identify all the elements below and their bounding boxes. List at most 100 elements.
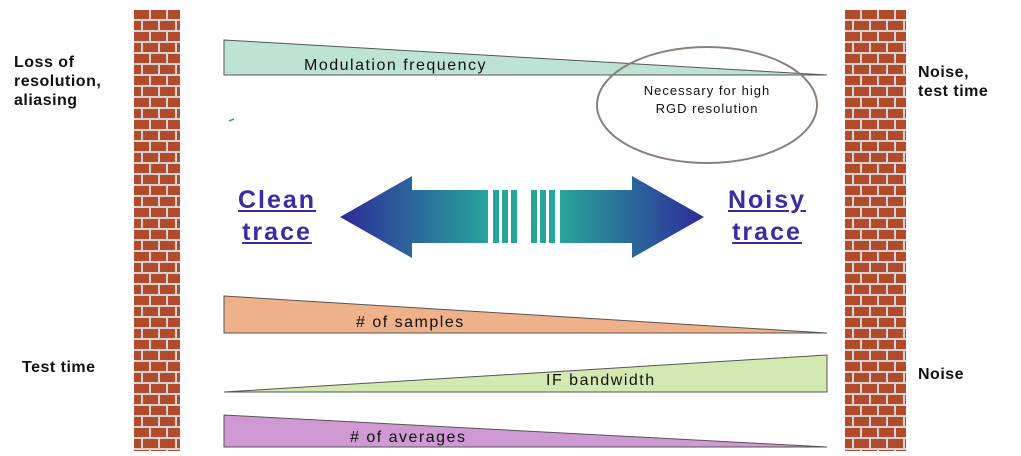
brick <box>905 219 906 228</box>
brick <box>134 43 141 52</box>
brick <box>160 395 175 404</box>
brick <box>143 219 158 228</box>
brick <box>854 87 869 96</box>
brick <box>177 351 180 360</box>
brick <box>151 54 166 63</box>
double-arrow <box>340 176 704 258</box>
brick <box>879 208 894 217</box>
brick <box>134 373 141 382</box>
right-top-label: Noise, test time <box>918 63 988 101</box>
brick <box>160 131 175 140</box>
brick <box>143 439 158 448</box>
brick <box>862 252 877 261</box>
brick <box>871 109 886 118</box>
brick <box>862 32 877 41</box>
brick <box>134 296 149 305</box>
brick <box>845 10 860 19</box>
brick <box>905 263 906 272</box>
brick <box>177 417 180 426</box>
brick <box>134 109 141 118</box>
if-bandwidth-label: IF bandwidth <box>546 372 656 390</box>
brick <box>905 131 906 140</box>
right-bottom-label: Noise <box>918 365 964 384</box>
brick <box>845 153 852 162</box>
brick <box>143 175 158 184</box>
brick <box>854 285 869 294</box>
brick <box>854 43 869 52</box>
brick <box>143 197 158 206</box>
averages-label: # of averages <box>350 429 466 447</box>
brick <box>845 43 852 52</box>
brick <box>177 21 180 30</box>
brick <box>168 318 180 327</box>
brick <box>905 439 906 448</box>
brick <box>143 65 158 74</box>
brick <box>143 373 158 382</box>
brick <box>854 307 869 316</box>
brick <box>168 120 180 129</box>
brick <box>160 373 175 382</box>
brick <box>177 153 180 162</box>
brick <box>151 98 166 107</box>
brick <box>134 230 149 239</box>
brick <box>845 175 852 184</box>
brick <box>896 406 906 415</box>
brick <box>845 109 852 118</box>
brick <box>879 76 894 85</box>
brick <box>143 307 158 316</box>
brick <box>888 395 903 404</box>
brick <box>151 252 166 261</box>
brick <box>168 340 180 349</box>
brick <box>845 417 852 426</box>
brick <box>905 87 906 96</box>
brick <box>134 362 149 371</box>
brick <box>854 65 869 74</box>
brick <box>177 329 180 338</box>
brick <box>168 230 180 239</box>
brick <box>134 10 149 19</box>
brick <box>134 32 149 41</box>
brick <box>862 208 877 217</box>
brick <box>896 142 906 151</box>
brick <box>177 87 180 96</box>
brick <box>134 164 149 173</box>
brick <box>151 428 166 437</box>
brick <box>143 329 158 338</box>
brick <box>871 65 886 74</box>
brick <box>862 10 877 19</box>
brick <box>845 142 860 151</box>
brick <box>134 417 141 426</box>
brick <box>888 307 903 316</box>
brick <box>143 395 158 404</box>
brick <box>871 373 886 382</box>
brick <box>896 362 906 371</box>
brick <box>845 21 852 30</box>
brick <box>143 351 158 360</box>
brick <box>896 318 906 327</box>
brick <box>134 384 149 393</box>
brick <box>160 87 175 96</box>
brick <box>871 439 886 448</box>
brick <box>854 175 869 184</box>
brick <box>151 362 166 371</box>
brick <box>888 131 903 140</box>
brick <box>143 109 158 118</box>
brick <box>854 395 869 404</box>
noisy-trace-label: Noisy trace <box>712 184 822 248</box>
brick <box>879 54 894 63</box>
brick <box>177 197 180 206</box>
brick <box>854 329 869 338</box>
brick <box>845 318 860 327</box>
brick <box>888 373 903 382</box>
brick <box>879 32 894 41</box>
brick <box>862 230 877 239</box>
brick <box>862 186 877 195</box>
brick <box>151 142 166 151</box>
brick <box>888 263 903 272</box>
brick <box>177 131 180 140</box>
brick <box>168 208 180 217</box>
brick <box>168 362 180 371</box>
brick <box>896 296 906 305</box>
